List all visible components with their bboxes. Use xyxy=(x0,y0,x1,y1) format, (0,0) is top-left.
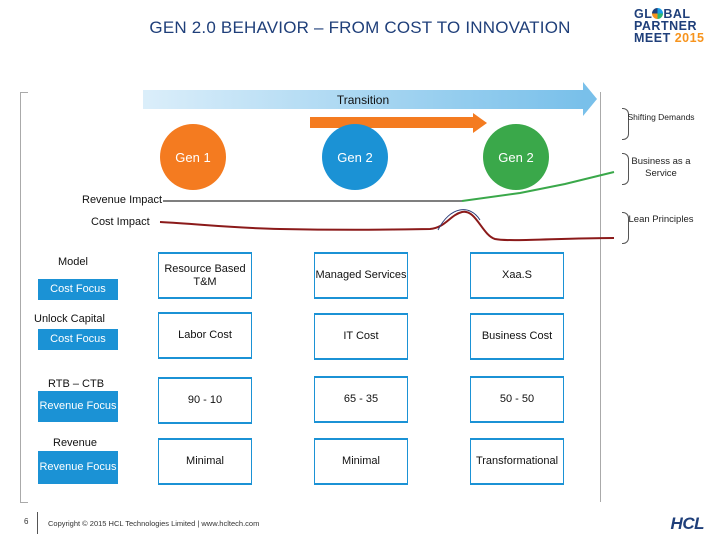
page-title: GEN 2.0 BEHAVIOR – FROM COST TO INNOVATI… xyxy=(149,18,571,37)
logo-text: BAL xyxy=(663,7,691,21)
model-focus-badge: Cost Focus xyxy=(38,279,118,300)
rtb-ctb-label: RTB – CTB xyxy=(48,378,105,390)
globe-icon xyxy=(652,8,664,19)
logo-year: 2015 xyxy=(674,31,705,45)
cell-text: IT Cost xyxy=(315,315,407,358)
cell-business-cost: Business Cost xyxy=(470,313,564,360)
copyright-text: Copyright © 2015 HCL Technologies Limite… xyxy=(48,519,260,528)
cell-labor-cost: Labor Cost xyxy=(158,312,252,359)
frame-tick xyxy=(20,502,28,503)
cell-text: Minimal xyxy=(315,440,407,483)
cell-text: Business Cost xyxy=(471,315,563,358)
cost-impact-peak-line xyxy=(437,209,481,231)
cell-text: 65 - 35 xyxy=(315,378,407,421)
rtb-focus-badge: Revenue Focus xyxy=(38,391,118,422)
left-frame-line xyxy=(20,92,21,502)
transition-arrow xyxy=(143,90,583,109)
business-as-a-service-label: Business as a Service xyxy=(631,156,691,179)
revenue-impact-label: Revenue Impact xyxy=(82,194,163,206)
logo-text: MEET xyxy=(634,31,675,45)
cell-text: Minimal xyxy=(159,440,251,483)
cell-revenue-transformational: Transformational xyxy=(470,438,564,485)
shifting-demands-label: Shifting Demands xyxy=(627,112,695,122)
gen2-circle-green: Gen 2 xyxy=(483,124,549,190)
cell-text: Resource Based T&M xyxy=(159,254,251,297)
gen1-circle: Gen 1 xyxy=(160,124,226,190)
cell-resource-based-tm: Resource Based T&M xyxy=(158,252,252,299)
cell-text: Labor Cost xyxy=(159,314,251,357)
page-number: 6 xyxy=(24,517,29,526)
lean-principles-label: Lean Principles xyxy=(628,214,694,225)
cell-ratio-gen2: 65 - 35 xyxy=(314,376,408,423)
model-label: Model xyxy=(58,256,88,268)
cost-impact-label: Cost Impact xyxy=(91,216,150,228)
footer-divider xyxy=(37,512,38,534)
transition-arrow-head xyxy=(583,82,597,116)
cost-impact-line xyxy=(159,210,615,242)
unlock-capital-label: Unlock Capital xyxy=(34,313,105,325)
frame-tick xyxy=(20,92,28,93)
revenue-focus-badge: Revenue Focus xyxy=(38,451,118,484)
cell-text: Managed Services xyxy=(315,254,407,297)
logo-text: PARTNER xyxy=(634,19,697,33)
cell-text: Xaa.S xyxy=(471,254,563,297)
orange-arrow xyxy=(310,117,473,128)
right-frame-line xyxy=(600,92,601,502)
transition-label: Transition xyxy=(336,93,390,107)
cell-text: Transformational xyxy=(471,440,563,483)
gen2-circle-blue: Gen 2 xyxy=(322,124,388,190)
cell-ratio-gen2-green: 50 - 50 xyxy=(470,376,564,423)
cell-revenue-gen1: Minimal xyxy=(158,438,252,485)
cell-managed-services: Managed Services xyxy=(314,252,408,299)
orange-arrow-head xyxy=(473,113,487,133)
global-partner-meet-logo: GL BAL PARTNER MEET 2015 xyxy=(634,7,710,45)
cell-text: 90 - 10 xyxy=(159,379,251,422)
cell-ratio-gen1: 90 - 10 xyxy=(158,377,252,424)
hcl-logo: HCL xyxy=(670,514,705,533)
revenue-impact-growth-line xyxy=(461,171,615,202)
logo-text: GL xyxy=(634,7,653,21)
unlock-focus-badge: Cost Focus xyxy=(38,329,118,350)
cell-it-cost: IT Cost xyxy=(314,313,408,360)
cell-text: 50 - 50 xyxy=(471,378,563,421)
revenue-label: Revenue xyxy=(53,437,98,449)
cell-xaas: Xaa.S xyxy=(470,252,564,299)
cell-revenue-gen2: Minimal xyxy=(314,438,408,485)
